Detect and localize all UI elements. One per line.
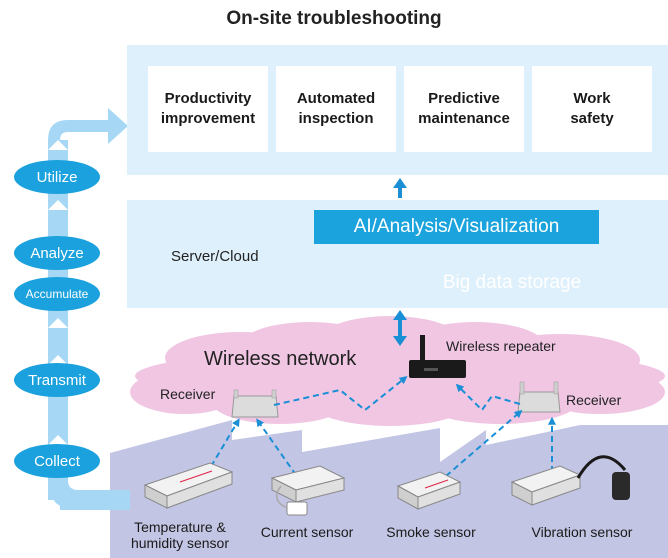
receiver-right-label: Receiver bbox=[566, 392, 622, 408]
temperature-humidity-sensor-device bbox=[143, 462, 234, 509]
card-automated-inspection: Automated inspection bbox=[276, 66, 396, 152]
process-flow-bar bbox=[48, 108, 130, 510]
ai-analysis-box: AI/Analysis/Visualization bbox=[314, 210, 599, 244]
wireless-cloud bbox=[130, 316, 665, 426]
sensor-label-smoke: Smoke sensor bbox=[386, 524, 476, 540]
sensor-label-current: Current sensor bbox=[260, 524, 354, 540]
step-transmit: Transmit bbox=[14, 363, 100, 397]
wireless-repeater-device bbox=[409, 335, 466, 378]
process-chevrons bbox=[48, 140, 68, 445]
sensor-floor bbox=[110, 420, 668, 558]
server-cloud-label: Server/Cloud bbox=[171, 248, 259, 265]
card-predictive-maintenance: Predictive maintenance bbox=[404, 66, 524, 152]
smoke-sensor-device bbox=[396, 471, 462, 510]
sensor-label-temperature-humidity: Temperature & humidity sensor bbox=[130, 519, 230, 551]
card-work-safety: Work safety bbox=[532, 66, 652, 152]
receiver-right-device bbox=[517, 381, 561, 413]
receiver-left-label: Receiver bbox=[160, 386, 216, 402]
step-analyze: Analyze bbox=[14, 236, 100, 270]
receiver-left-device bbox=[231, 389, 279, 418]
step-accumulate: Accumulate bbox=[14, 277, 100, 311]
card-productivity-improvement: Productivity improvement bbox=[148, 66, 268, 152]
current-sensor-device bbox=[270, 465, 346, 516]
server-to-onsite-arrow bbox=[393, 178, 407, 198]
sensor-label-vibration: Vibration sensor bbox=[531, 524, 633, 540]
step-collect: Collect bbox=[14, 444, 100, 478]
onsite-panel: Productivity improvement Automated inspe… bbox=[127, 45, 668, 175]
big-data-storage-label: Big data storage bbox=[442, 272, 582, 293]
wireless-network-label: Wireless network bbox=[204, 348, 357, 370]
server-network-double-arrow bbox=[393, 310, 407, 346]
diagram-title: On-site troubleshooting bbox=[226, 8, 442, 29]
vibration-sensor-device bbox=[510, 455, 630, 506]
step-utilize: Utilize bbox=[14, 160, 100, 194]
wireless-repeater-label: Wireless repeater bbox=[446, 338, 556, 354]
